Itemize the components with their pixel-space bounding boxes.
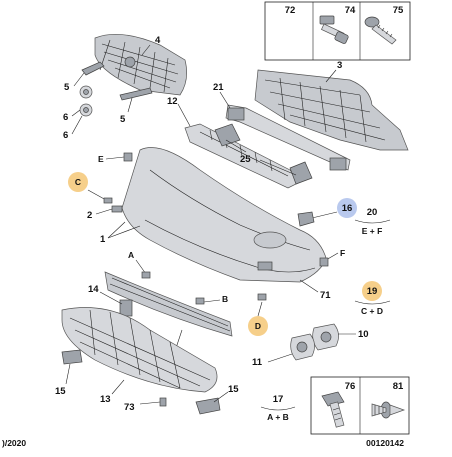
kit-19-badge bbox=[362, 281, 382, 301]
kit-19-label: C + D bbox=[361, 306, 383, 316]
clip-b bbox=[195, 297, 205, 305]
callout-5b: 5 bbox=[120, 114, 126, 125]
table-num-76: 76 bbox=[345, 381, 356, 392]
callout-15b: 15 bbox=[228, 384, 239, 395]
callout-4: 4 bbox=[155, 35, 161, 46]
table-num-74: 74 bbox=[345, 5, 356, 16]
callout-13: 13 bbox=[100, 394, 111, 405]
bolt-74-icon bbox=[319, 15, 349, 44]
bracket-16 bbox=[297, 211, 315, 227]
clip-6a bbox=[79, 85, 93, 99]
callout-C: C bbox=[75, 177, 81, 187]
screw-75-icon bbox=[364, 16, 397, 45]
clip-6b bbox=[79, 103, 93, 117]
bracket-25 bbox=[214, 123, 313, 185]
engine-undertray bbox=[61, 307, 218, 393]
deflector-15a bbox=[61, 349, 83, 365]
kit-17: 17 A + B bbox=[260, 394, 296, 422]
upper-cross-member bbox=[254, 69, 409, 151]
callout-6b: 6 bbox=[63, 130, 68, 141]
callout-21: 21 bbox=[213, 82, 224, 93]
table-num-81: 81 bbox=[393, 381, 404, 392]
fastener-table-top: 72 74 75 bbox=[264, 1, 411, 61]
callout-15a: 15 bbox=[55, 386, 66, 397]
kit-20-label: E + F bbox=[362, 226, 383, 236]
kit-20: 20 E + F bbox=[354, 207, 391, 236]
fog-lamp-cover-11 bbox=[290, 333, 315, 361]
clip-d bbox=[257, 293, 267, 301]
callout-A: A bbox=[128, 250, 134, 260]
trim-strip-5a bbox=[81, 61, 105, 76]
lower-grille bbox=[104, 271, 233, 337]
upper-grille bbox=[94, 33, 187, 96]
bracket-2 bbox=[111, 205, 123, 213]
kit-17-num: 17 bbox=[273, 394, 284, 405]
callout-6a: 6 bbox=[63, 112, 68, 123]
footer-date: )/2020 bbox=[2, 438, 26, 448]
callout-10: 10 bbox=[358, 329, 369, 340]
callout-14: 14 bbox=[88, 284, 99, 295]
bracket-e bbox=[123, 152, 133, 162]
callout-c-badge bbox=[68, 172, 88, 192]
bracket-14 bbox=[119, 299, 133, 317]
callout-5a: 5 bbox=[64, 82, 70, 93]
callout-16: 16 bbox=[342, 203, 353, 214]
trim-strip-5b bbox=[119, 87, 153, 101]
clip-c bbox=[103, 197, 113, 204]
callout-2: 2 bbox=[87, 210, 92, 221]
callout-73: 73 bbox=[124, 402, 135, 413]
table-num-72: 72 bbox=[285, 5, 296, 16]
callout-71: 71 bbox=[320, 290, 331, 301]
callout-F: F bbox=[340, 248, 345, 258]
callout-1: 1 bbox=[100, 234, 106, 245]
footer-reference: 00120142 bbox=[366, 438, 404, 448]
fog-lamp-cover-10 bbox=[312, 323, 339, 351]
kit-19-num: 19 bbox=[367, 286, 378, 297]
callout-11: 11 bbox=[252, 357, 263, 368]
front-bumper-cover bbox=[121, 147, 327, 283]
callout-16-badge bbox=[337, 198, 357, 218]
bracket-f bbox=[319, 257, 329, 267]
crash-bar bbox=[225, 104, 351, 171]
screw-81-icon bbox=[371, 401, 406, 419]
callout-25: 25 bbox=[240, 154, 251, 165]
callout-E: E bbox=[98, 154, 104, 164]
clip-a bbox=[141, 271, 151, 279]
callout-3: 3 bbox=[337, 60, 342, 71]
table-num-75: 75 bbox=[393, 5, 404, 16]
callout-B: B bbox=[222, 294, 228, 304]
kit-17-label: A + B bbox=[267, 412, 289, 422]
fastener-table-bottom: 76 81 bbox=[310, 376, 410, 435]
callout-D: D bbox=[255, 321, 261, 331]
callout-12: 12 bbox=[167, 96, 178, 107]
callout-d-badge bbox=[248, 316, 268, 336]
kit-20-num: 20 bbox=[367, 207, 378, 218]
bolt-76-icon bbox=[321, 391, 345, 428]
screw-73 bbox=[159, 397, 167, 407]
